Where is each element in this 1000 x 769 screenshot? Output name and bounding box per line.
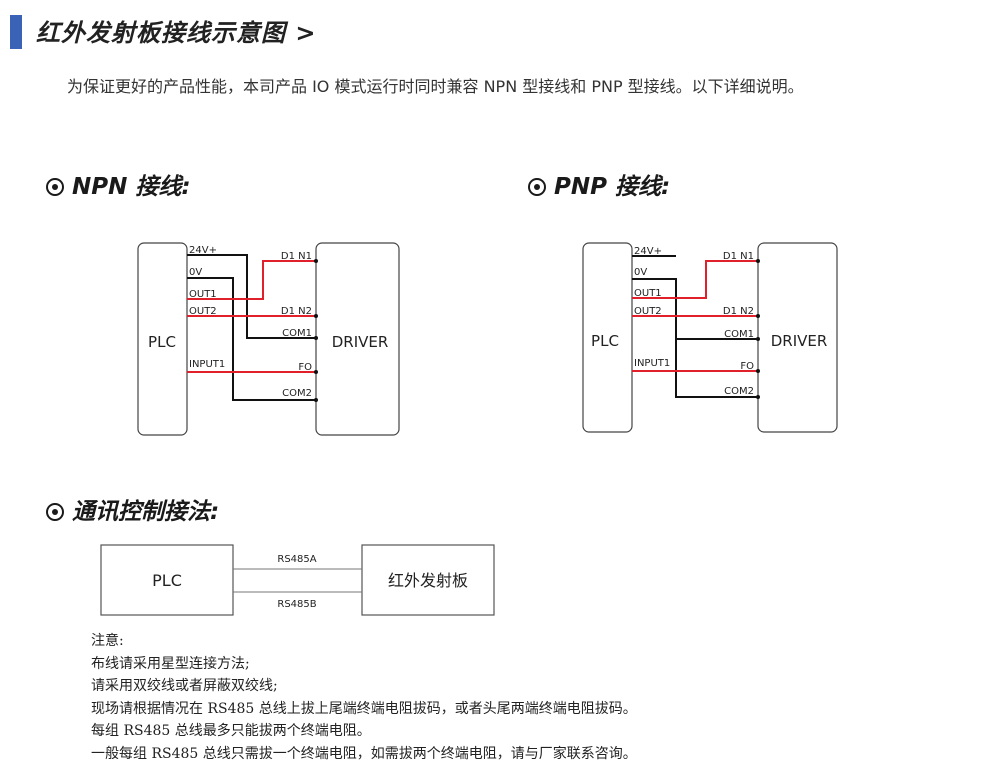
pnp-pin-0v: 0V — [634, 267, 647, 278]
npn-pin-input1: INPUT1 — [189, 359, 225, 370]
npn-wire-0v-com2 — [187, 277, 316, 401]
comm-line-a-label: RS485A — [277, 554, 316, 565]
npn-pin-d1n1: D1 N1 — [281, 251, 312, 262]
npn-plc-box — [137, 242, 188, 436]
npn-pin-com2: COM2 — [282, 388, 312, 399]
pnp-pin-24v: 24V+ — [634, 246, 662, 257]
npn-pin-24v: 24V+ — [189, 245, 217, 256]
pnp-wire-out1-d1n1 — [632, 260, 758, 299]
comm-line-b-label: RS485B — [277, 599, 316, 610]
radio-dot-icon — [46, 503, 64, 521]
note-line: 每组 RS485 总线最多只能拔两个终端电阻。 — [91, 723, 371, 739]
pnp-pin-fo: FO — [740, 361, 754, 372]
npn-pin-d1n2: D1 N2 — [281, 306, 312, 317]
npn-pin-com1: COM1 — [282, 328, 312, 339]
radio-dot-icon — [528, 178, 546, 196]
pnp-pin-com2: COM2 — [724, 386, 754, 397]
note-line: 请采用双绞线或者屏蔽双绞线; — [91, 678, 278, 694]
npn-driver-label: DRIVER — [332, 333, 389, 351]
section-comm-label: 通讯控制接法: — [72, 499, 220, 525]
pnp-pin-d1n2: D1 N2 — [723, 306, 754, 317]
pnp-driver-label: DRIVER — [771, 332, 828, 350]
comm-plc-label: PLC — [152, 571, 182, 590]
section-pnp: PNP 接线: — [528, 167, 670, 201]
note-line: 现场请根据情况在 RS485 总线上拔上尾端终端电阻拔码，或者头尾两端终端电阻拔… — [91, 700, 637, 717]
pnp-plc-box — [582, 242, 633, 433]
note-line: 布线请采用星型连接方法; — [91, 655, 250, 672]
page-title: 红外发射板接线示意图 > — [36, 19, 317, 47]
note-line: 注意: — [91, 633, 124, 649]
intro-text: 为保证更好的产品性能，本司产品 IO 模式运行时同时兼容 NPN 型接线和 PN… — [67, 77, 804, 96]
npn-wire-24v-com1 — [187, 254, 316, 339]
radio-dot-icon — [46, 178, 64, 196]
pnp-pin-com1: COM1 — [724, 329, 754, 340]
section-npn-label: NPN 接线: — [72, 174, 191, 200]
section-pnp-label: PNP 接线: — [554, 174, 671, 200]
npn-pin-fo: FO — [298, 362, 312, 373]
comm-board-box — [361, 544, 495, 616]
npn-wire-out1-d1n1 — [187, 260, 316, 300]
pnp-pin-out2: OUT2 — [634, 306, 662, 317]
comm-board-label: 红外发射板 — [388, 571, 468, 590]
pnp-pin-out1: OUT1 — [634, 288, 662, 299]
note-line: 一般每组 RS485 总线只需拔一个终端电阻，如需拔两个终端电阻，请与厂家联系咨… — [91, 745, 637, 762]
npn-plc-label: PLC — [148, 333, 176, 351]
pnp-pin-d1n1: D1 N1 — [723, 251, 754, 262]
pnp-pin-input1: INPUT1 — [634, 358, 670, 369]
title-accent-bar — [10, 15, 22, 49]
section-comm: 通讯控制接法: — [46, 492, 219, 526]
notes-block: 注意: 布线请采用星型连接方法; 请采用双绞线或者屏蔽双绞线; 现场请根据情况在… — [91, 630, 637, 765]
npn-pin-out2: OUT2 — [189, 306, 217, 317]
pnp-plc-label: PLC — [591, 332, 619, 350]
npn-pin-0v: 0V — [189, 267, 202, 278]
npn-pin-out1: OUT1 — [189, 289, 217, 300]
comm-plc-box — [100, 544, 234, 616]
section-npn: NPN 接线: — [46, 167, 191, 201]
